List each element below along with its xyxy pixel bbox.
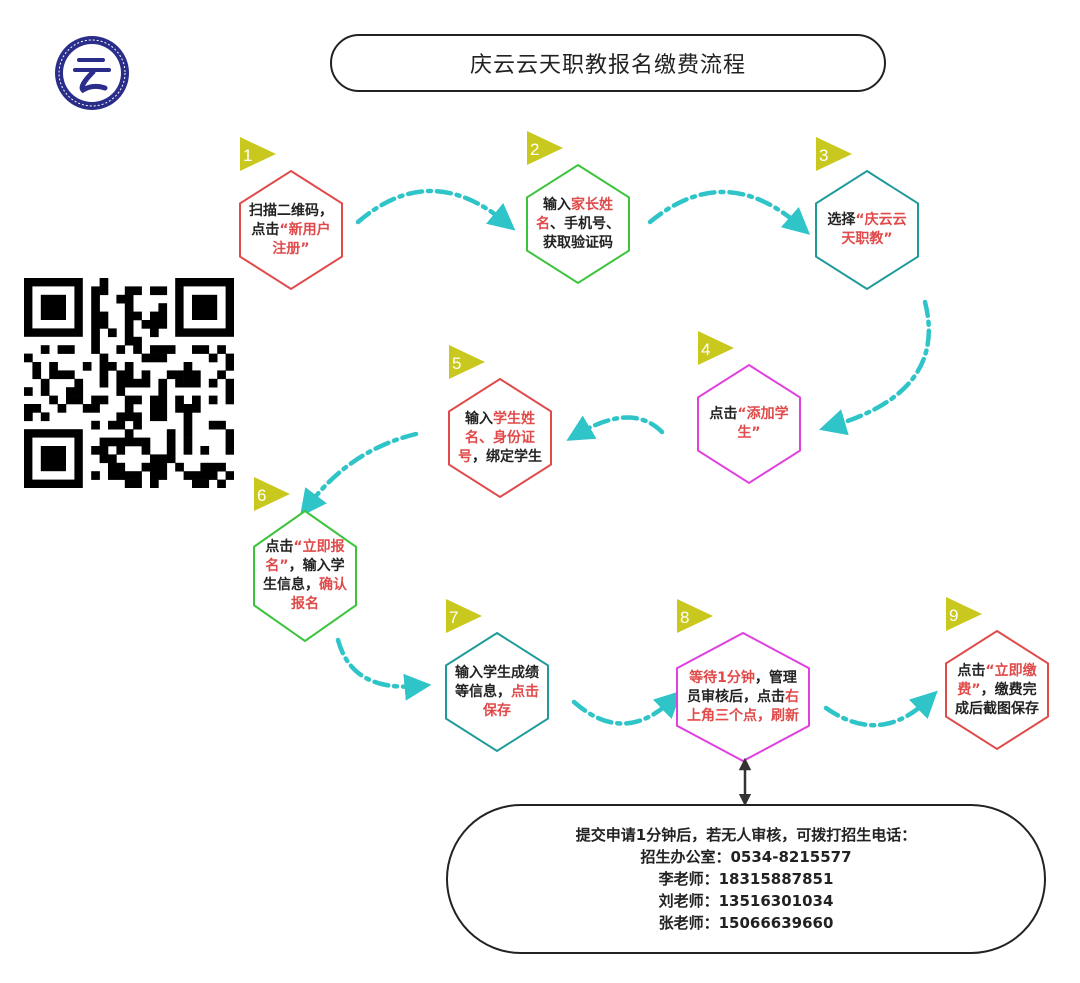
step-1-hexagon xyxy=(239,169,343,291)
school-logo-icon xyxy=(53,34,131,112)
step-1-number: 1 xyxy=(243,146,252,165)
step-text-part: 输入 xyxy=(543,196,571,213)
step-9-number: 9 xyxy=(949,606,958,625)
step-5-text: 输入学生姓名、身份证号，绑定学生 xyxy=(457,391,543,485)
step-2-number: 2 xyxy=(530,140,539,159)
step-text-part: ，绑定学生 xyxy=(472,448,542,465)
flow-arrow-3-to-4 xyxy=(819,299,931,436)
step-8-number: 8 xyxy=(680,608,689,627)
flow-arrow-5-to-6 xyxy=(299,431,419,517)
contact-line-liu: 刘老师：13516301034 xyxy=(658,892,834,910)
step-text-part: 输入学生成绩等信息， xyxy=(455,664,539,700)
step-text-part: 、手机号、获取验证码 xyxy=(543,215,620,251)
number-flag-icon xyxy=(240,137,276,171)
step-6-hexagon xyxy=(253,509,357,643)
number-flag-icon xyxy=(698,331,734,365)
step-7-number: 7 xyxy=(449,608,458,627)
number-flag-icon xyxy=(946,597,982,631)
step-text-part: 点击保存 xyxy=(483,683,539,719)
step-7-text: 输入学生成绩等信息，点击保存 xyxy=(454,645,540,739)
step-text-part: 家长姓名 xyxy=(536,196,613,232)
step-4-number: 4 xyxy=(701,340,710,359)
step-3-text: 选择“庆云云天职教” xyxy=(824,183,910,277)
step-9-text: 点击“立即缴费”，缴费完成后截图保存 xyxy=(954,643,1040,737)
flow-arrow-1-to-2 xyxy=(355,188,516,231)
contact-info: 提交申请1分钟后，若无人审核，可拨打招生电话： 招生办公室：0534-82155… xyxy=(446,804,1046,954)
step-text-part: ，缴费完成后截图保存 xyxy=(955,681,1039,717)
step-text-part: “新用户注册” xyxy=(272,221,331,257)
step-3-hexagon xyxy=(815,169,919,291)
step-text-part: “立即报名” xyxy=(265,539,345,574)
step-1-text: 扫描二维码，点击“新用户注册” xyxy=(248,183,334,277)
flow-arrow-8-to-9 xyxy=(823,690,938,728)
step-text-part: “立即缴费” xyxy=(957,662,1037,698)
step-5-hexagon xyxy=(448,377,552,499)
step-text-part: ，输入学生信息， xyxy=(263,558,345,593)
step-8-text: 等待1分钟，管理员审核后，点击右上角三个点，刷新 xyxy=(685,645,801,749)
step-text-part: 确认报名 xyxy=(291,577,347,612)
flow-arrow-7-to-8 xyxy=(571,690,682,726)
flow-arrow-6-to-7 xyxy=(335,637,432,701)
page-title: 庆云云天职教报名缴费流程 xyxy=(330,34,886,92)
step-text-part: 等待1分钟 xyxy=(689,669,755,686)
step-text-part: “庆云云天职教” xyxy=(841,212,907,247)
qr-code-icon xyxy=(24,278,235,489)
contact-line-1: 提交申请1分钟后，若无人审核，可拨打招生电话： xyxy=(575,826,917,844)
number-flag-icon xyxy=(527,131,563,165)
step-text-part: 右上角三个点，刷新 xyxy=(687,688,799,724)
contact-line-office: 招生办公室：0534-8215577 xyxy=(640,848,852,866)
step-7-hexagon xyxy=(445,631,549,753)
number-flag-icon xyxy=(677,599,713,633)
flow-arrow-4-to-5 xyxy=(566,415,665,441)
step-2-hexagon xyxy=(526,163,630,285)
step-4-hexagon xyxy=(697,363,801,485)
step-6-number: 6 xyxy=(257,486,266,505)
step-4-text: 点击“添加学生” xyxy=(706,377,792,471)
number-flag-icon xyxy=(816,137,852,171)
number-flag-icon xyxy=(446,599,482,633)
contact-line-li: 李老师：18315887851 xyxy=(658,870,834,888)
step-3-number: 3 xyxy=(819,146,828,165)
step-text-part: “添加学生” xyxy=(737,406,789,441)
step-text-part: 学生姓名、身份证号 xyxy=(458,410,535,465)
number-flag-icon xyxy=(254,477,290,511)
step-text-part: 点击 xyxy=(957,662,986,679)
step-2-text: 输入家长姓名、手机号、获取验证码 xyxy=(535,177,621,271)
step-text-part: 点击 xyxy=(709,406,738,422)
step-9-hexagon xyxy=(945,629,1049,751)
step-text-part: 输入 xyxy=(465,410,493,427)
number-flag-icon xyxy=(449,345,485,379)
step-5-number: 5 xyxy=(452,354,461,373)
step-text-part: 选择 xyxy=(827,212,856,228)
step-6-text: 点击“立即报名”，输入学生信息，确认报名 xyxy=(262,523,348,629)
contact-line-zhang: 张老师：15066639660 xyxy=(658,914,834,932)
step-text-part: 点击 xyxy=(265,539,294,555)
step-text-part: 扫描二维码，点击 xyxy=(249,202,333,238)
step-text-part: ，管理员审核后，点击 xyxy=(687,669,797,705)
flow-arrow-2-to-3 xyxy=(647,189,811,235)
